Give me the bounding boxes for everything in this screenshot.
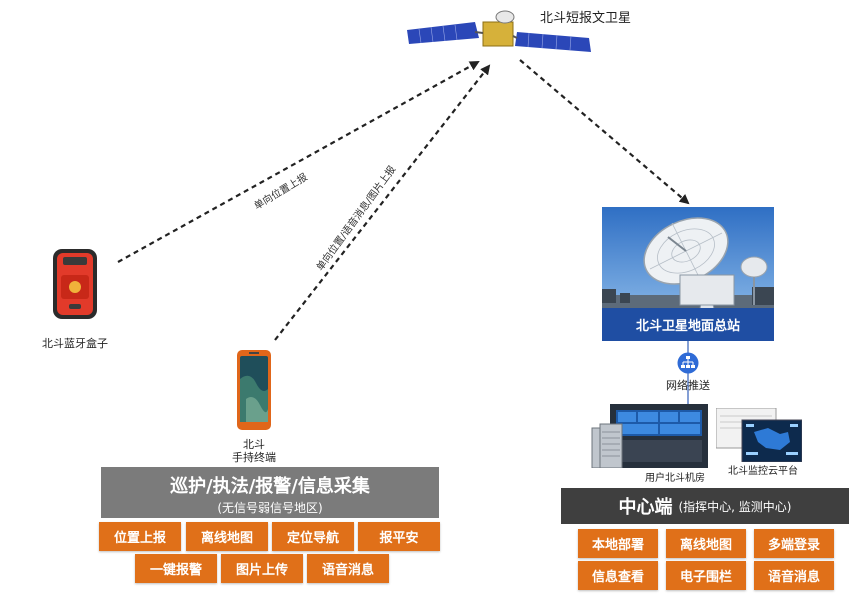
- box-to-satellite-arrow: [117, 61, 480, 263]
- bluetooth-box-icon: [51, 247, 99, 321]
- cloud-platform-label: 北斗监控云平台: [728, 466, 798, 477]
- satellite-icon: [405, 8, 595, 52]
- satellite-to-station-arrow: [519, 59, 690, 205]
- center-feature-local-deploy: 本地部署: [578, 529, 658, 558]
- handheld-terminal-icon: [236, 349, 272, 431]
- handheld-to-satellite-arrow: [274, 64, 491, 341]
- field-feature-one-key-alarm: 一键报警: [135, 554, 217, 583]
- center-feature-geofence: 电子围栏: [666, 561, 746, 590]
- network-push-icon: [677, 352, 699, 374]
- field-side-title: 巡护/执法/报警/信息采集: [170, 476, 370, 497]
- network-push-label: 网络推送: [666, 379, 710, 392]
- server-room-image: [590, 404, 708, 469]
- field-feature-location-report: 位置上报: [99, 522, 181, 551]
- field-feature-voice-message: 语音消息: [307, 554, 389, 583]
- bluetooth-box-label: 北斗蓝牙盒子: [42, 337, 108, 350]
- ground-station-card: 北斗卫星地面总站: [602, 207, 774, 341]
- field-side-banner: 巡护/执法/报警/信息采集 (无信号弱信号地区): [101, 467, 439, 518]
- field-feature-image-upload: 图片上传: [221, 554, 303, 583]
- center-side-banner: 中心端 (指挥中心, 监测中心): [561, 488, 849, 524]
- field-feature-safe-report: 报平安: [358, 522, 440, 551]
- ground-station-label: 北斗卫星地面总站: [602, 308, 774, 341]
- handheld-label-line2: 手持终端: [232, 451, 276, 464]
- center-feature-multi-login: 多端登录: [754, 529, 834, 558]
- field-side-subtitle: (无信号弱信号地区): [217, 501, 323, 515]
- field-feature-navigation: 定位导航: [272, 522, 354, 551]
- server-room-label: 用户北斗机房: [645, 473, 705, 484]
- center-feature-offline-map: 离线地图: [666, 529, 746, 558]
- center-side-subtitle: (指挥中心, 监测中心): [678, 499, 792, 514]
- cloud-platform-image: [715, 407, 803, 463]
- center-feature-info-view: 信息查看: [578, 561, 658, 590]
- satellite-label: 北斗短报文卫星: [540, 11, 632, 26]
- field-feature-offline-map: 离线地图: [186, 522, 268, 551]
- center-feature-voice-message: 语音消息: [754, 561, 834, 590]
- center-side-title: 中心端: [618, 497, 673, 518]
- handheld-label-line1: 北斗: [243, 438, 265, 451]
